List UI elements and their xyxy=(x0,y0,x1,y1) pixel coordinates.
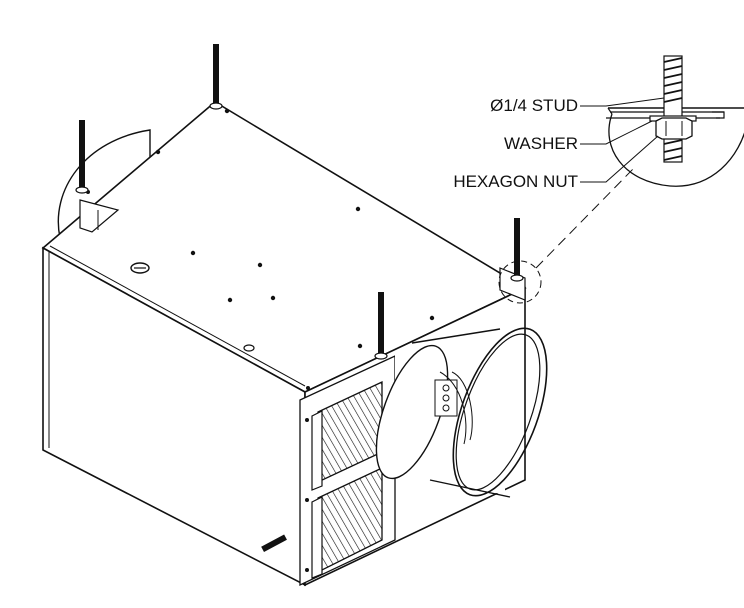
detail-leader-line xyxy=(535,167,635,269)
top-face-holes xyxy=(86,108,435,390)
detail-view xyxy=(606,55,744,187)
threaded-studs xyxy=(79,44,520,356)
callout-leaders xyxy=(580,97,665,183)
detail-marker-circle xyxy=(498,260,542,304)
heater-block-upper xyxy=(311,380,383,491)
front-duct-collar xyxy=(375,325,548,498)
washer-callout-label: WASHER xyxy=(504,134,578,153)
heater-block-lower xyxy=(311,466,383,579)
stud-callout-label: Ø1/4 STUD xyxy=(490,96,578,115)
corner-bracket xyxy=(79,199,120,233)
nameplate-mark xyxy=(261,534,287,552)
stud-nuts xyxy=(75,102,524,360)
hexagon-nut-callout-label: HEXAGON NUT xyxy=(453,172,578,191)
